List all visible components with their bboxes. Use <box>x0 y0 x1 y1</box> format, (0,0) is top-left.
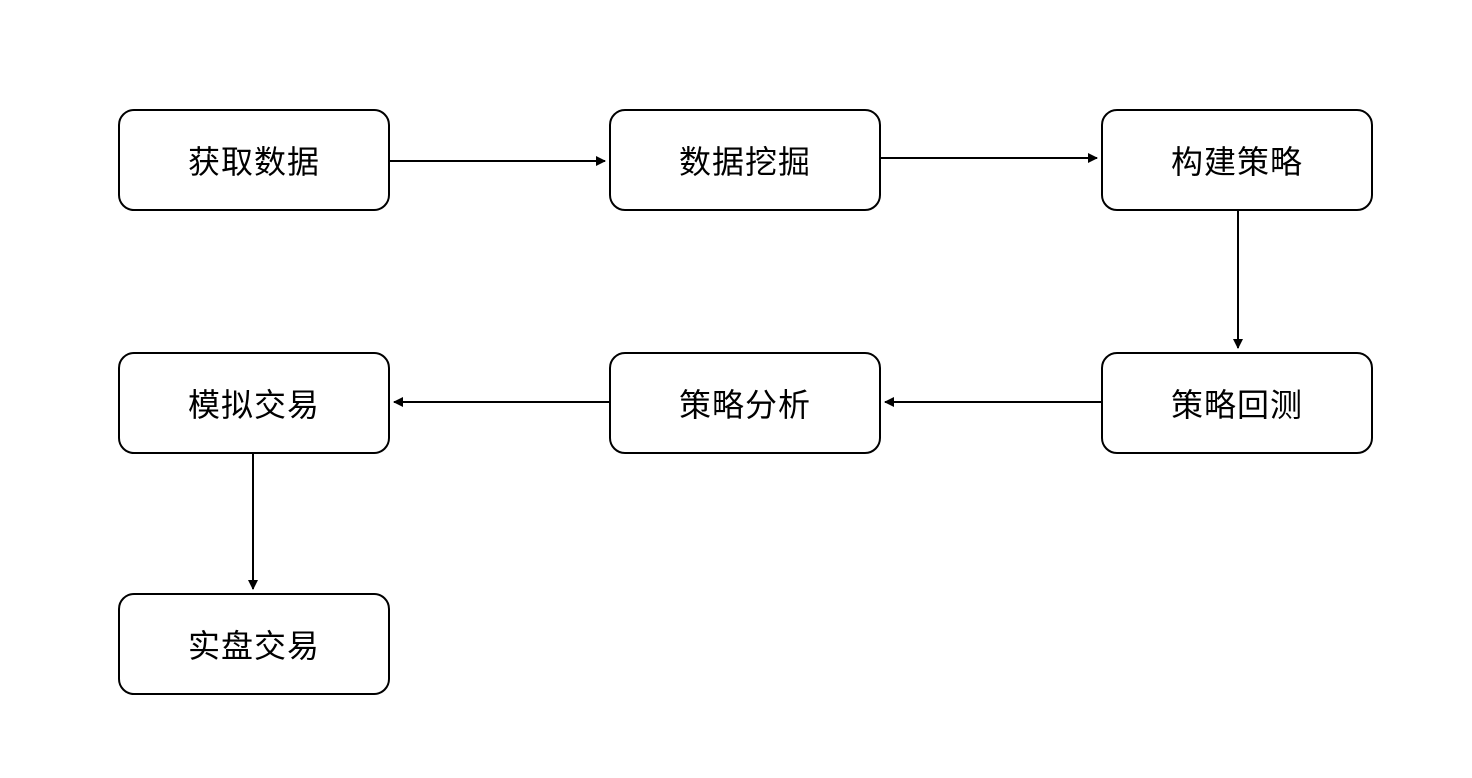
node-label: 模拟交易 <box>187 386 320 424</box>
node-label: 策略回测 <box>1170 386 1303 424</box>
node-strategy-analysis: 策略分析 <box>609 352 881 454</box>
node-label: 数据挖掘 <box>678 143 811 181</box>
node-live-trading: 实盘交易 <box>118 593 390 695</box>
node-label: 实盘交易 <box>187 627 320 665</box>
node-simulated-trading: 模拟交易 <box>118 352 390 454</box>
node-label: 获取数据 <box>187 143 320 181</box>
node-label: 构建策略 <box>1170 143 1303 181</box>
node-label: 策略分析 <box>678 386 811 424</box>
node-get-data: 获取数据 <box>118 109 390 211</box>
node-strategy-backtest: 策略回测 <box>1101 352 1373 454</box>
node-data-mining: 数据挖掘 <box>609 109 881 211</box>
node-build-strategy: 构建策略 <box>1101 109 1373 211</box>
